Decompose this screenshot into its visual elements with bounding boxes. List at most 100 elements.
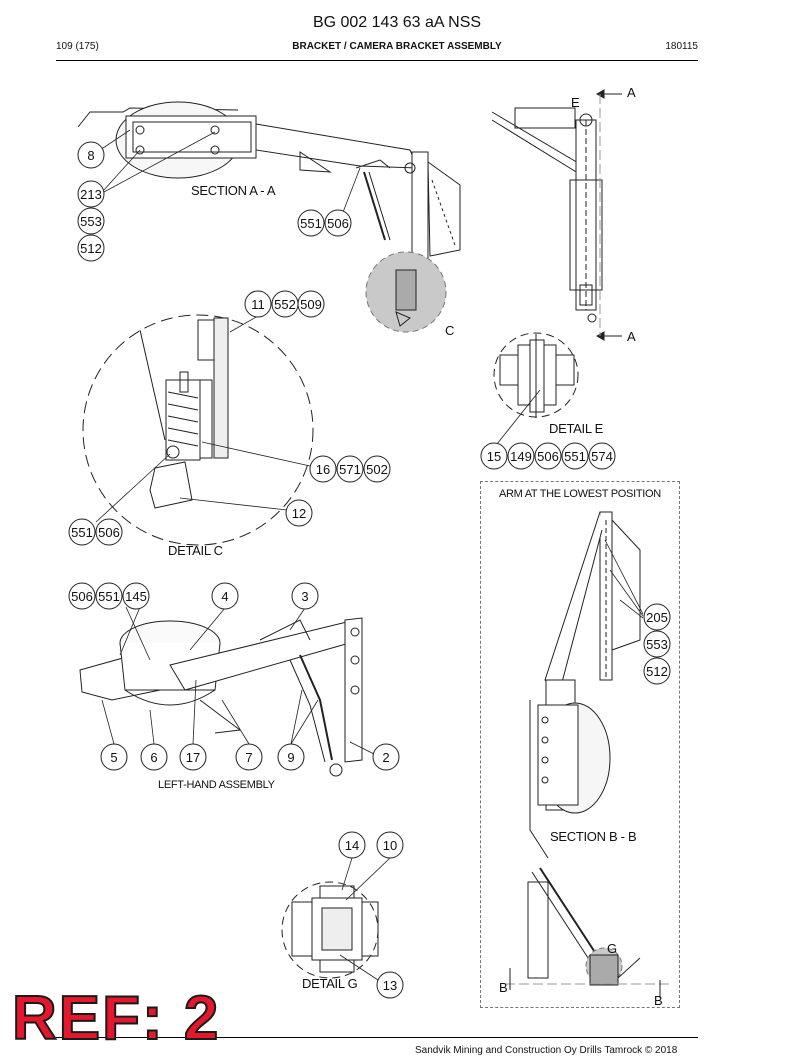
svg-text:3: 3 (301, 589, 308, 604)
detail-e-label: DETAIL E (549, 421, 603, 436)
section-a-marker-bottom: A (627, 329, 636, 344)
arm-lowest-label: ARM AT THE LOWEST POSITION (499, 488, 661, 500)
callout-4 (211, 582, 239, 610)
section-b-marker-left: B (499, 980, 508, 995)
callout-506c (534, 442, 562, 470)
callout-16 (309, 455, 337, 483)
section-aa-label: SECTION A - A (191, 183, 276, 198)
svg-text:205: 205 (646, 610, 668, 625)
callout-551a (297, 209, 325, 237)
arm-lowest-position-frame (480, 481, 680, 1008)
section-aa-drawing (77, 101, 461, 303)
svg-text:552: 552 (274, 297, 296, 312)
detail-g-marker: G (607, 941, 617, 956)
svg-text:8: 8 (87, 148, 94, 163)
callout-17 (179, 743, 207, 771)
detail-c-marker: C (445, 323, 455, 338)
callout-6 (140, 743, 168, 771)
callout-149 (507, 442, 535, 470)
callout-213 (77, 180, 105, 208)
callout-12 (285, 499, 313, 527)
svg-text:10: 10 (383, 838, 397, 853)
callout-bubbles (68, 141, 671, 999)
svg-text:5: 5 (110, 750, 117, 765)
svg-text:7: 7 (245, 750, 252, 765)
svg-text:11: 11 (251, 297, 265, 312)
callout-506b (95, 518, 123, 546)
document-id: BG 002 143 63 aA NSS (312, 14, 482, 31)
svg-text:15: 15 (487, 449, 501, 464)
svg-text:551: 551 (98, 589, 120, 604)
svg-text:512: 512 (646, 664, 668, 679)
callout-145 (122, 582, 150, 610)
detail-g-drawing (281, 881, 379, 979)
callout-574 (588, 442, 616, 470)
callout-205 (643, 603, 671, 631)
callout-14 (338, 831, 366, 859)
svg-text:551: 551 (300, 216, 322, 231)
callout-3 (291, 582, 319, 610)
callout-2 (372, 743, 400, 771)
svg-text:506: 506 (98, 525, 120, 540)
svg-text:553: 553 (646, 637, 668, 652)
left-hand-assembly-label: LEFT-HAND ASSEMBLY (158, 779, 275, 791)
svg-text:2: 2 (382, 750, 389, 765)
callout-551c (561, 442, 589, 470)
callout-512a (77, 234, 105, 262)
callout-7 (235, 743, 263, 771)
svg-text:551: 551 (71, 525, 93, 540)
callout-551b (68, 518, 96, 546)
callout-9 (277, 743, 305, 771)
svg-text:14: 14 (345, 838, 359, 853)
svg-text:512: 512 (80, 241, 102, 256)
svg-text:4: 4 (221, 589, 228, 604)
svg-text:12: 12 (292, 506, 306, 521)
document-date: 180115 (665, 41, 698, 52)
callout-506d (68, 582, 96, 610)
svg-text:17: 17 (186, 750, 200, 765)
detail-e-drawing (493, 332, 579, 418)
svg-text:145: 145 (125, 589, 147, 604)
leader-lines (95, 129, 644, 981)
svg-text:571: 571 (339, 462, 361, 477)
footer-rule (56, 1037, 698, 1038)
svg-text:9: 9 (287, 750, 294, 765)
callout-15 (480, 442, 508, 470)
section-bb-label: SECTION B - B (550, 829, 637, 844)
svg-text:213: 213 (80, 187, 102, 202)
callout-5 (100, 743, 128, 771)
callout-506a (324, 209, 352, 237)
detail-g-label: DETAIL G (302, 976, 358, 991)
svg-text:502: 502 (366, 462, 388, 477)
svg-text:551: 551 (564, 449, 586, 464)
svg-text:574: 574 (591, 449, 613, 464)
svg-text:553: 553 (80, 214, 102, 229)
callout-13 (376, 971, 404, 999)
left-hand-assembly-drawing (79, 617, 363, 777)
callout-551d (95, 582, 123, 610)
callout-8 (77, 141, 105, 169)
detail-c-drawing (82, 314, 314, 546)
svg-text:13: 13 (383, 978, 397, 993)
page-title: BRACKET / CAMERA BRACKET ASSEMBLY (292, 41, 502, 52)
header-rule (56, 60, 698, 61)
callout-512b (643, 657, 671, 685)
side-view-aa (491, 89, 622, 341)
callout-553b (643, 630, 671, 658)
detail-e-marker: E (571, 95, 580, 110)
callout-texts: 8 213 553 512 551 506 11 552 509 16 571 … (71, 148, 668, 993)
section-b-marker-right: B (654, 993, 663, 1008)
svg-text:506: 506 (71, 589, 93, 604)
svg-text:149: 149 (510, 449, 532, 464)
callout-509 (297, 290, 325, 318)
svg-text:509: 509 (300, 297, 322, 312)
arm-lowest-drawing (529, 511, 641, 859)
callout-502 (363, 455, 391, 483)
callout-10 (376, 831, 404, 859)
detail-c-label: DETAIL C (168, 543, 223, 558)
svg-text:16: 16 (316, 462, 330, 477)
svg-text:506: 506 (537, 449, 559, 464)
callout-553a (77, 207, 105, 235)
footer-copyright: Sandvik Mining and Construction Oy Drill… (415, 1045, 678, 1056)
